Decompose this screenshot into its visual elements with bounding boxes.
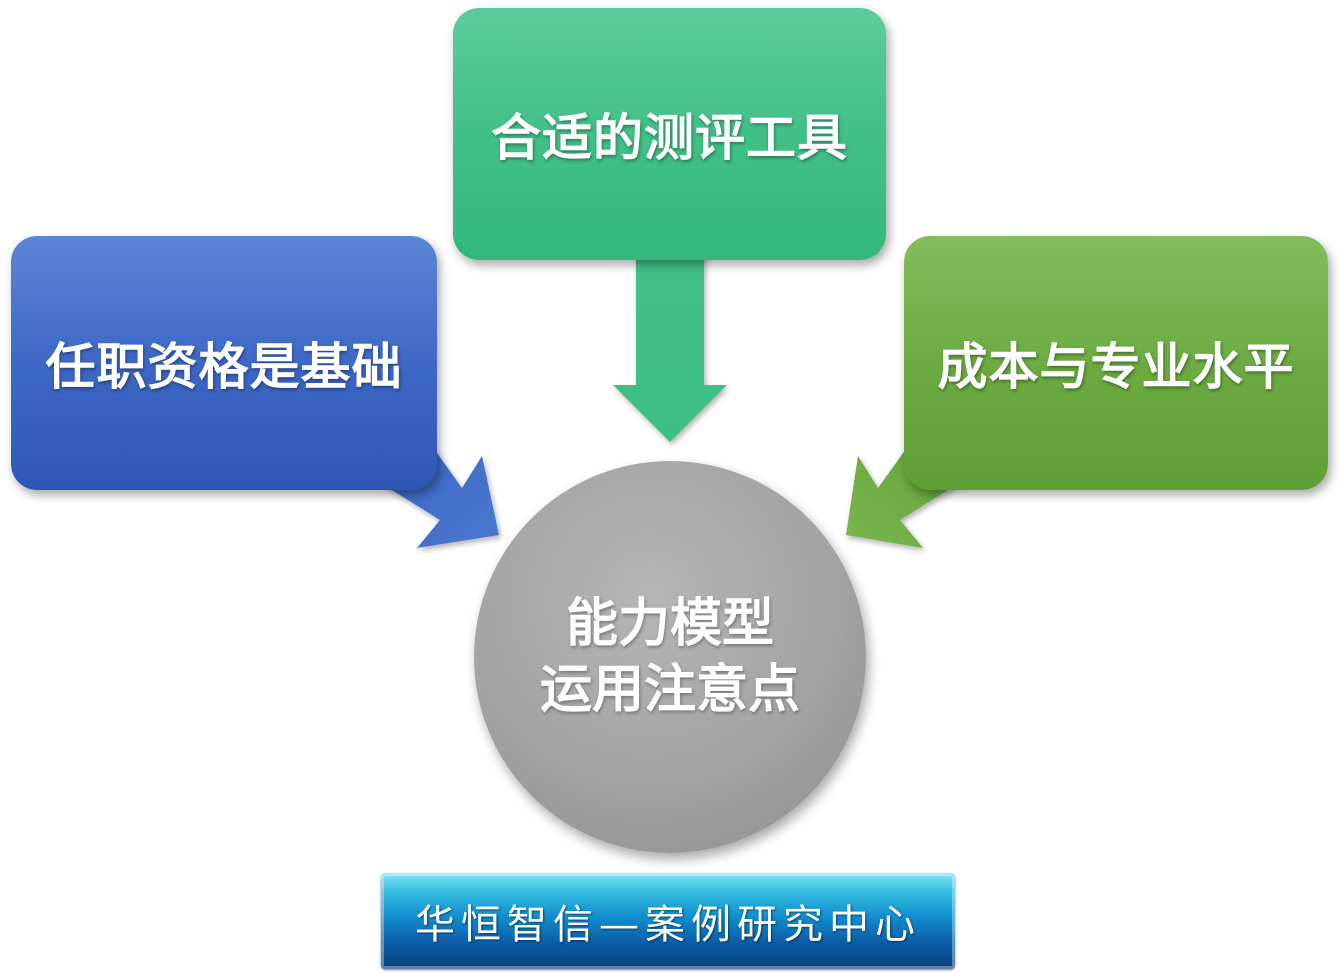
node-assessment-tools: 合适的测评工具 xyxy=(453,8,886,260)
footer-banner: 华恒智信—案例研究中心 xyxy=(381,873,955,969)
center-node-line2: 运用注意点 xyxy=(539,660,800,720)
node-job-qualification-label: 任职资格是基础 xyxy=(45,338,403,396)
center-node: 能力模型 运用注意点 xyxy=(474,461,866,853)
node-cost-expertise-label: 成本与专业水平 xyxy=(937,338,1295,396)
footer-banner-text: 华恒智信—案例研究中心 xyxy=(415,902,921,948)
node-cost-expertise: 成本与专业水平 xyxy=(904,236,1328,490)
center-node-line1: 能力模型 xyxy=(565,594,774,654)
node-job-qualification: 任职资格是基础 xyxy=(11,236,437,490)
arrow-top-down xyxy=(613,250,727,442)
node-assessment-tools-label: 合适的测评工具 xyxy=(491,109,848,167)
